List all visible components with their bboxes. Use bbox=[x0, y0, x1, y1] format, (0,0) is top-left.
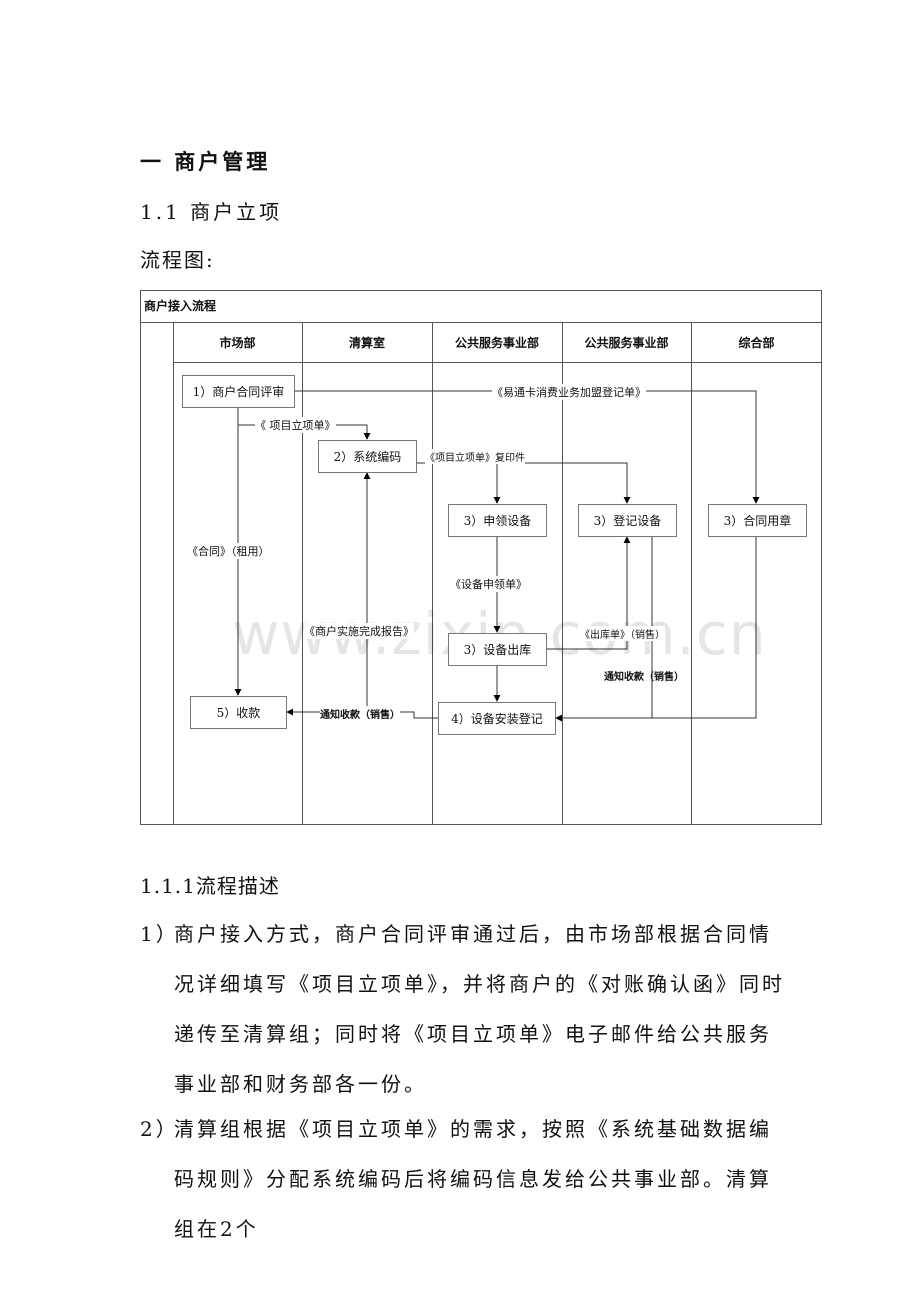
paragraph-text: 清算组根据《项目立项单》的需求，按照《系统基础数据编码规则》分配系统编码后将编码… bbox=[174, 1117, 772, 1241]
column-header-public-service-2: 公共服务事业部 bbox=[584, 336, 669, 350]
label-equipment-apply-form: 《设备申领单》 bbox=[450, 576, 527, 592]
label-outbound-form: 《出库单》（销售） bbox=[580, 626, 665, 641]
column-header-public-service-1: 公共服务事业部 bbox=[454, 336, 539, 350]
step-payment: 5）收款 bbox=[190, 696, 287, 729]
label-payment-notice-right: 通知收款（销售） bbox=[604, 672, 684, 683]
column-header-general: 综合部 bbox=[738, 336, 775, 350]
subsubsection-heading: 1.1.1流程描述 bbox=[140, 874, 280, 898]
step-apply-equipment: 3）申领设备 bbox=[448, 504, 547, 537]
column-header-clearing: 清算室 bbox=[348, 336, 385, 350]
step-equipment-outbound: 3）设备出库 bbox=[448, 633, 547, 666]
column-header-market: 市场部 bbox=[219, 336, 256, 350]
label-project-form-copy: 《项目立项单》复印件 bbox=[425, 449, 525, 464]
section-heading: 一 商户管理 bbox=[140, 150, 271, 174]
paragraph-number: 2） bbox=[140, 1117, 179, 1141]
step-register-equipment: 3）登记设备 bbox=[578, 504, 677, 537]
label-registration-form: 《易通卡消费业务加盟登记单》 bbox=[492, 384, 646, 400]
paragraph-2: 2） 清算组根据《项目立项单》的需求，按照《系统基础数据编码规则》分配系统编码后… bbox=[140, 1104, 790, 1254]
flowchart-label: 流程图: bbox=[140, 248, 215, 272]
step-contract-review: 1）商户合同评审 bbox=[182, 375, 295, 408]
paragraph-text: 商户接入方式，商户合同评审通过后，由市场部根据合同情况详细填写《项目立项单》，并… bbox=[174, 922, 785, 1096]
step-install-register: 4）设备安装登记 bbox=[438, 702, 556, 735]
subsection-heading: 1.1 商户立项 bbox=[140, 200, 283, 224]
label-completion-report: 《商户实施完成报告》 bbox=[304, 623, 414, 639]
step-contract-seal: 3）合同用章 bbox=[708, 504, 807, 537]
paragraph-1: 1） 商户接入方式，商户合同评审通过后，由市场部根据合同情况详细填写《项目立项单… bbox=[140, 909, 790, 1109]
step-system-coding: 2）系统编码 bbox=[318, 440, 417, 473]
label-payment-notice-left: 通知收款（销售） bbox=[320, 706, 400, 721]
label-contract-lease: 《合同》（租用） bbox=[187, 543, 270, 559]
paragraph-number: 1） bbox=[140, 922, 179, 946]
diagram-title: 商户接入流程 bbox=[144, 299, 217, 313]
label-project-form: 《 项目立项单》 bbox=[255, 417, 336, 433]
